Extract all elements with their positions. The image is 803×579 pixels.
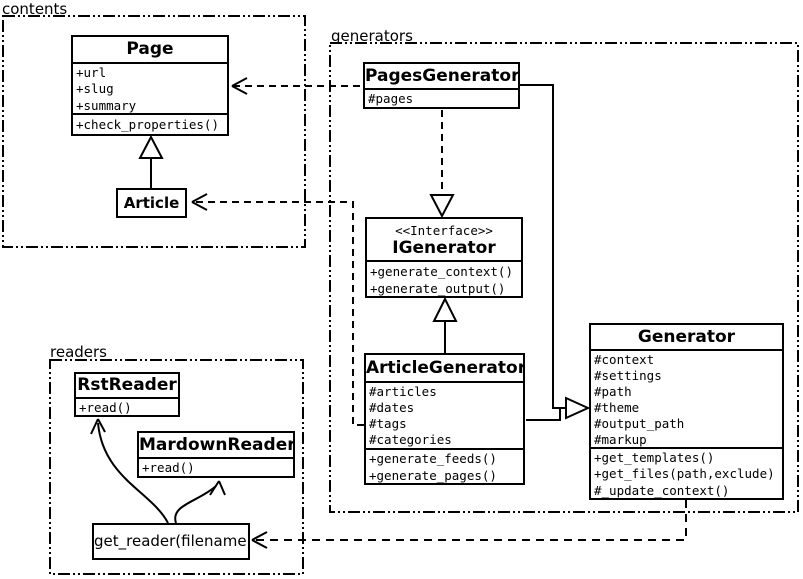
class-page-methods: +check_properties() [73, 113, 227, 134]
class-articlegenerator: ArticleGenerator #articles #dates #tags … [364, 353, 525, 485]
connector-articlegenerator-inherits-igenerator [432, 296, 458, 353]
connector-generator-depends-getreader [251, 500, 687, 549]
class-igenerator-title: IGenerator [392, 239, 496, 258]
class-igenerator: <<Interface>> IGenerator +generate_conte… [365, 217, 523, 298]
package-label-contents: contents [2, 0, 68, 18]
class-mardownreader-methods: +read() [139, 457, 293, 476]
class-pagesgenerator-attributes: #pages [365, 88, 518, 107]
connector-article-inherits-page [138, 134, 164, 188]
connector-generators-inherit-generator [520, 84, 591, 421]
connector-articlegenerator-depends-article [191, 193, 364, 426]
class-mardownreader: MardownReader +read() [137, 431, 295, 478]
node-get-reader: get_reader(filename) [92, 523, 250, 560]
class-igenerator-methods: +generate_context() +generate_output() [367, 260, 521, 296]
class-rstreader-methods: +read() [76, 397, 178, 415]
class-page-title: Page [126, 39, 174, 59]
connector-pagesgenerator-depends-page [231, 77, 363, 95]
class-generator-title: Generator [637, 327, 736, 347]
node-get-reader-label: get_reader(filename) [94, 532, 248, 550]
class-articlegenerator-title: ArticleGenerator [366, 358, 523, 378]
class-generator-attributes: #context #settings #path #theme #output_… [591, 349, 782, 447]
package-label-readers: readers [50, 343, 107, 361]
package-border-readers [49, 359, 304, 575]
class-page: Page +url +slug +summary +check_properti… [71, 35, 229, 136]
class-generator-methods: +get_templates() +get_files(path,exclude… [591, 447, 782, 498]
connector-getreader-to-rstreader [90, 418, 169, 524]
connector-getreader-to-mardownreader [174, 480, 226, 524]
class-page-attributes: +url +slug +summary [73, 62, 227, 113]
class-igenerator-stereotype: <<Interface>> [395, 223, 493, 238]
class-article: Article [116, 188, 187, 218]
class-generator: Generator #context #settings #path #them… [589, 323, 784, 500]
class-mardownreader-title: MardownReader [139, 435, 293, 455]
package-border-generators [329, 42, 799, 513]
connector-pagesgenerator-realizes-igenerator [429, 110, 455, 219]
class-articlegenerator-methods: +generate_feeds() +generate_pages() [366, 448, 523, 483]
class-rstreader-title: RstReader [77, 375, 177, 395]
class-articlegenerator-attributes: #articles #dates #tags #categories [366, 381, 523, 448]
package-border-contents [2, 15, 306, 248]
class-rstreader: RstReader +read() [74, 372, 180, 417]
class-pagesgenerator: PagesGenerator #pages [363, 62, 520, 109]
class-pagesgenerator-title: PagesGenerator [365, 66, 518, 86]
package-label-generators: generators [331, 27, 413, 45]
class-article-title: Article [123, 194, 180, 212]
